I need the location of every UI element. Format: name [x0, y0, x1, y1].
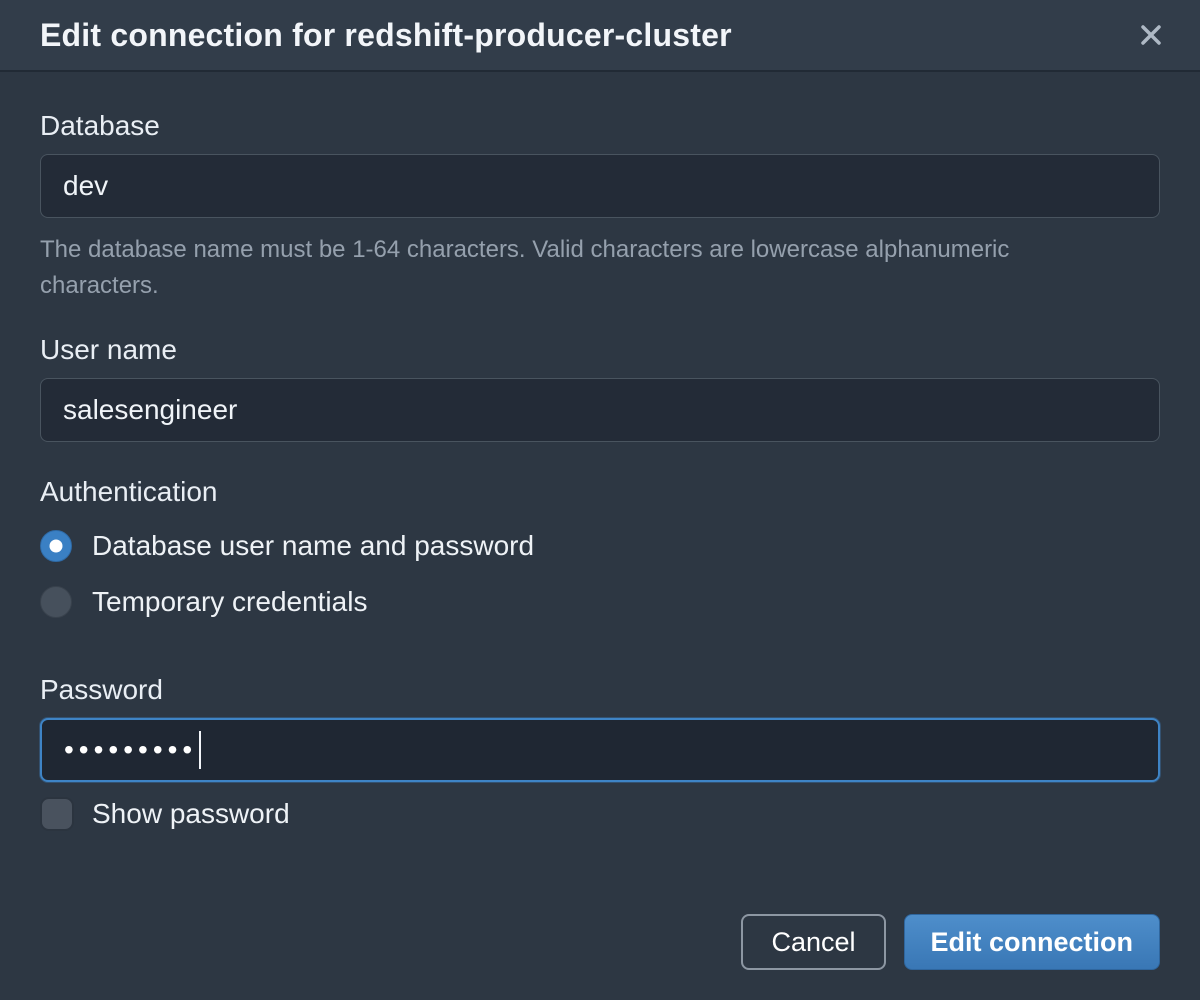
- show-password-label: Show password: [92, 798, 290, 829]
- dialog-header: Edit connection for redshift-producer-cl…: [0, 0, 1200, 72]
- database-label: Database: [40, 110, 160, 141]
- edit-connection-button[interactable]: Edit connection: [903, 914, 1160, 970]
- password-field-group: Password ••••••••• Show password: [40, 672, 1160, 831]
- username-field-group: User name salesengineer: [40, 332, 1160, 442]
- dialog-title: Edit connection for redshift-producer-cl…: [40, 16, 732, 53]
- password-input[interactable]: •••••••••: [40, 718, 1160, 782]
- authentication-group: Authentication Database user name and pa…: [40, 474, 1160, 622]
- dialog-footer: Cancel Edit connection: [40, 914, 1160, 970]
- radio-unselected-icon[interactable]: [40, 586, 72, 618]
- radio-option-temporary-credentials[interactable]: Temporary credentials: [40, 582, 1160, 622]
- radio-option-label: Database user name and password: [92, 530, 535, 561]
- password-label: Password: [40, 674, 163, 705]
- text-cursor: [199, 731, 202, 769]
- username-input[interactable]: salesengineer: [40, 378, 1160, 442]
- password-masked-value: •••••••••: [64, 734, 198, 765]
- radio-option-label: Temporary credentials: [92, 586, 368, 617]
- radio-selected-icon[interactable]: [40, 530, 72, 562]
- database-input[interactable]: dev: [40, 154, 1160, 218]
- dialog-body: Database dev The database name must be 1…: [0, 72, 1200, 1000]
- show-password-checkbox[interactable]: Show password: [40, 797, 1160, 831]
- database-helper-text: The database name must be 1-64 character…: [40, 236, 1010, 299]
- cancel-button[interactable]: Cancel: [741, 914, 886, 970]
- database-field-group: Database dev The database name must be 1…: [40, 108, 1160, 304]
- radio-option-db-user-password[interactable]: Database user name and password: [40, 526, 1160, 566]
- username-input-value: salesengineer: [63, 394, 238, 425]
- username-label: User name: [40, 334, 177, 365]
- close-icon[interactable]: [1132, 16, 1170, 54]
- checkbox-icon[interactable]: [40, 797, 74, 831]
- authentication-label: Authentication: [40, 476, 218, 507]
- database-input-value: dev: [63, 170, 109, 201]
